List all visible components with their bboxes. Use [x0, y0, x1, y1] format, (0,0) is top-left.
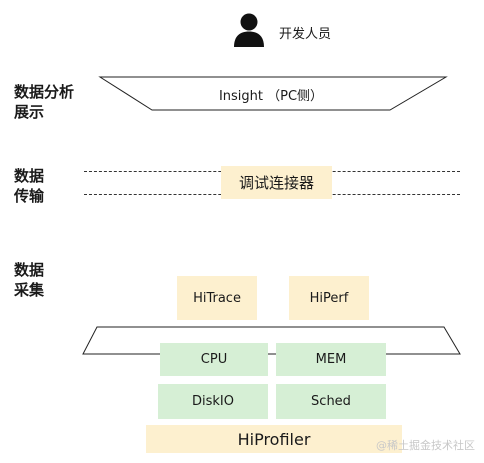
section-label-analysis: 数据分析 展示 — [14, 82, 74, 122]
hitrace-label: HiTrace — [193, 290, 241, 306]
sched-box: Sched — [276, 384, 386, 419]
section-label-collect-line2: 采集 — [14, 281, 45, 299]
cpu-label: CPU — [200, 352, 228, 367]
hiperf-label: HiPerf — [309, 290, 349, 306]
section-label-collect-line1: 数据 — [14, 261, 45, 279]
person-icon — [234, 13, 264, 47]
section-label-transfer-line2: 传输 — [14, 187, 45, 205]
developer-label: 开发人员 — [279, 27, 332, 42]
hiperf-box: HiPerf — [289, 276, 369, 320]
developer-group: 开发人员 — [232, 12, 342, 52]
section-label-transfer: 数据 传输 — [14, 166, 44, 206]
insight-label: Insight （PC侧） — [218, 88, 324, 104]
section-label-analysis-line1: 数据分析 — [14, 83, 75, 101]
cpu-box: CPU — [160, 343, 268, 376]
watermark-text: @稀土掘金技术社区 — [376, 439, 475, 452]
diskio-box: DiskIO — [158, 384, 268, 419]
section-label-analysis-line2: 展示 — [14, 103, 45, 121]
hitrace-box: HiTrace — [177, 276, 257, 320]
debug-connector-box: 调试连接器 — [221, 166, 332, 199]
hiprofiler-box: HiProfiler — [146, 425, 402, 453]
mem-label: MEM — [315, 352, 347, 367]
sched-label: Sched — [311, 394, 351, 409]
mem-box: MEM — [276, 343, 386, 376]
hiprofiler-label: HiProfiler — [237, 429, 311, 449]
section-label-collect: 数据 采集 — [14, 260, 44, 300]
debug-connector-label: 调试连接器 — [238, 174, 314, 192]
section-label-transfer-line1: 数据 — [14, 167, 45, 185]
diskio-label: DiskIO — [192, 394, 234, 409]
